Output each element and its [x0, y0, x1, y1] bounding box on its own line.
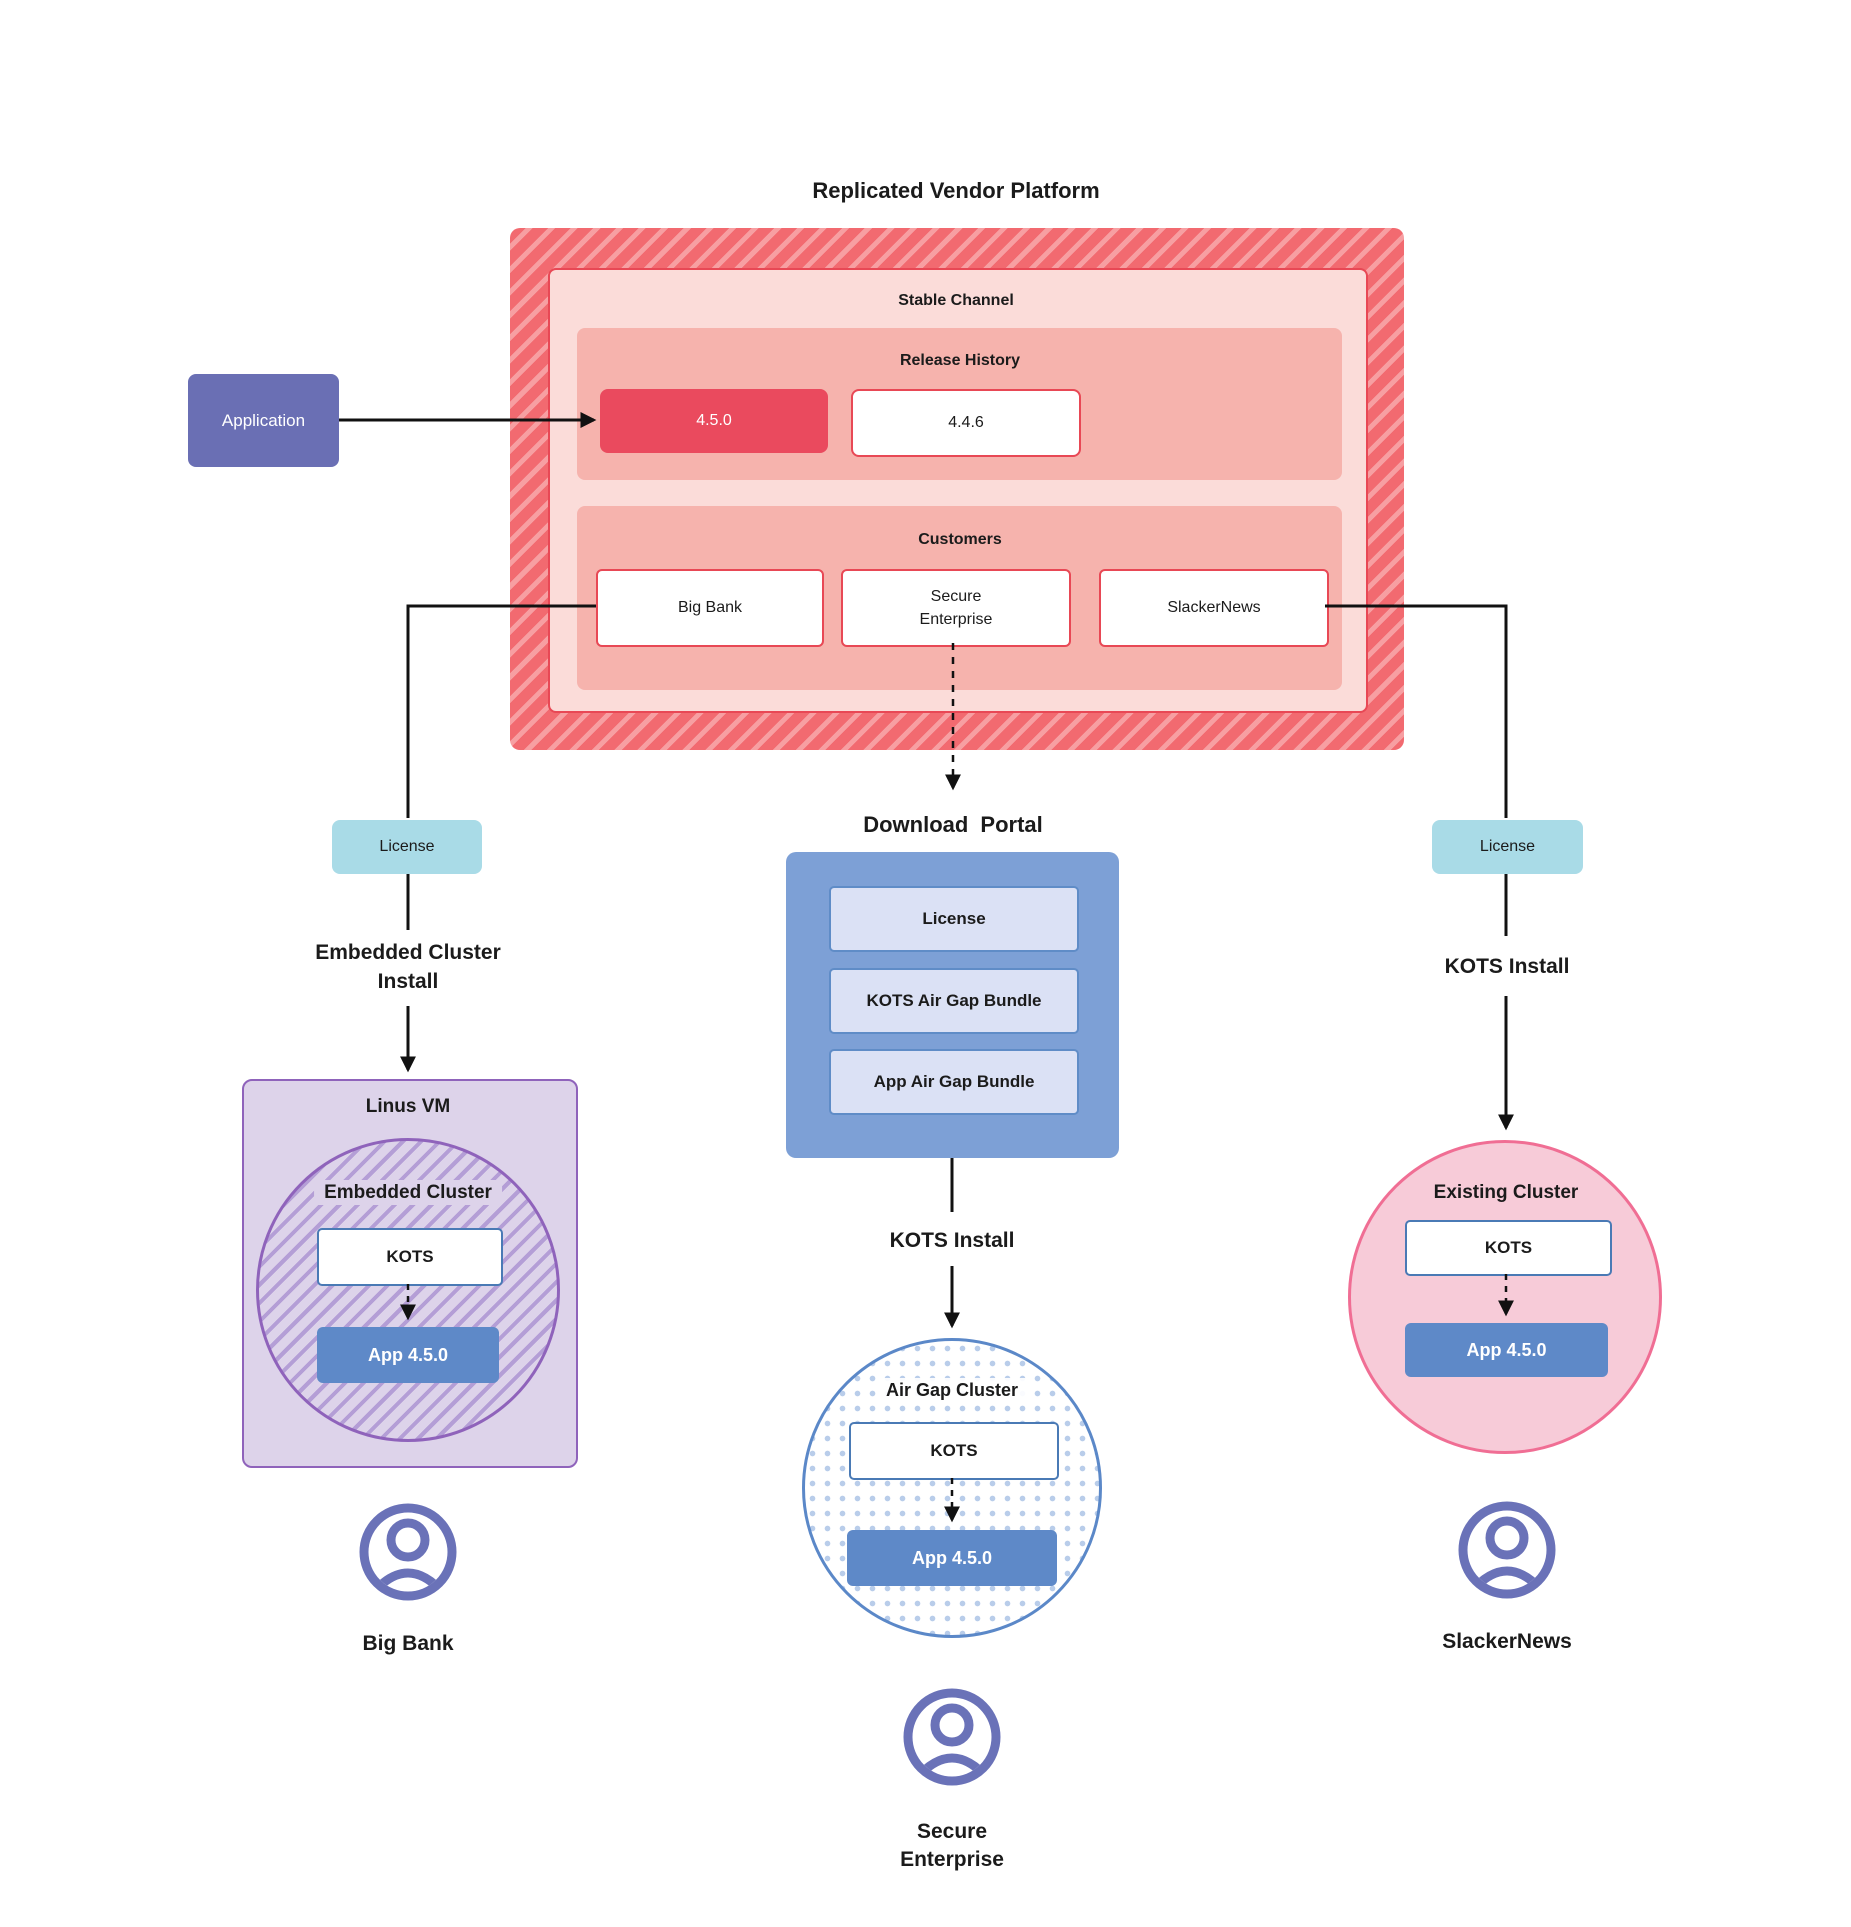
- kots-node-right: KOTS: [1405, 1220, 1612, 1276]
- kots-install-label-center: KOTS Install: [889, 1229, 1015, 1252]
- download-portal-title: Download Portal: [863, 812, 1043, 837]
- stable-channel-label: Stable Channel: [898, 292, 1014, 309]
- user-icon: [1458, 1501, 1556, 1599]
- app-node-center: App 4.5.0: [847, 1530, 1057, 1586]
- customer-big-bank: Big Bank: [596, 569, 824, 647]
- secure-enterprise-label: Secure Enterprise: [887, 1818, 1017, 1875]
- portal-item-app-airgap-bundle: App Air Gap Bundle: [829, 1049, 1079, 1115]
- slackernews-label: SlackerNews: [1442, 1630, 1572, 1653]
- portal-item-license: License: [829, 886, 1079, 952]
- customer-secure-enterprise-label: Secure Enterprise: [919, 587, 993, 628]
- customer-slackernews: SlackerNews: [1099, 569, 1329, 647]
- release-history-label: Release History: [899, 352, 1021, 369]
- kots-node-left: KOTS: [317, 1228, 503, 1286]
- kots-install-label-right: KOTS Install: [1444, 955, 1570, 978]
- app-node-right: App 4.5.0: [1405, 1323, 1608, 1377]
- customer-secure-enterprise: Secure Enterprise: [841, 569, 1071, 647]
- embedded-cluster-title-text: Embedded Cluster: [314, 1180, 502, 1205]
- embedded-cluster-title: Embedded Cluster: [314, 1180, 502, 1205]
- customers-label: Customers: [918, 531, 1002, 548]
- user-icon: [359, 1503, 457, 1601]
- application-node: Application: [188, 374, 339, 467]
- license-node-left: License: [332, 820, 482, 874]
- portal-item-kots-airgap-bundle: KOTS Air Gap Bundle: [829, 968, 1079, 1034]
- air-gap-cluster-title: Air Gap Cluster: [875, 1378, 1029, 1402]
- secure-enterprise-label-text: Secure Enterprise: [900, 1820, 1004, 1872]
- diagram-title: Replicated Vendor Platform: [812, 178, 1100, 203]
- user-icon: [903, 1688, 1001, 1786]
- embedded-cluster-install-label: Embedded Cluster Install: [313, 938, 503, 997]
- license-node-right: License: [1432, 820, 1583, 874]
- embedded-cluster-install-text: Embedded Cluster Install: [315, 941, 501, 994]
- existing-cluster-title: Existing Cluster: [1433, 1182, 1579, 1203]
- release-4-4-6: 4.4.6: [851, 389, 1081, 457]
- kots-node-center: KOTS: [849, 1422, 1059, 1480]
- release-4-5-0: 4.5.0: [600, 389, 828, 453]
- app-node-left: App 4.5.0: [317, 1327, 499, 1383]
- air-gap-cluster-title-text: Air Gap Cluster: [875, 1378, 1029, 1402]
- big-bank-label: Big Bank: [362, 1632, 454, 1655]
- linus-vm-title: Linus VM: [365, 1096, 451, 1117]
